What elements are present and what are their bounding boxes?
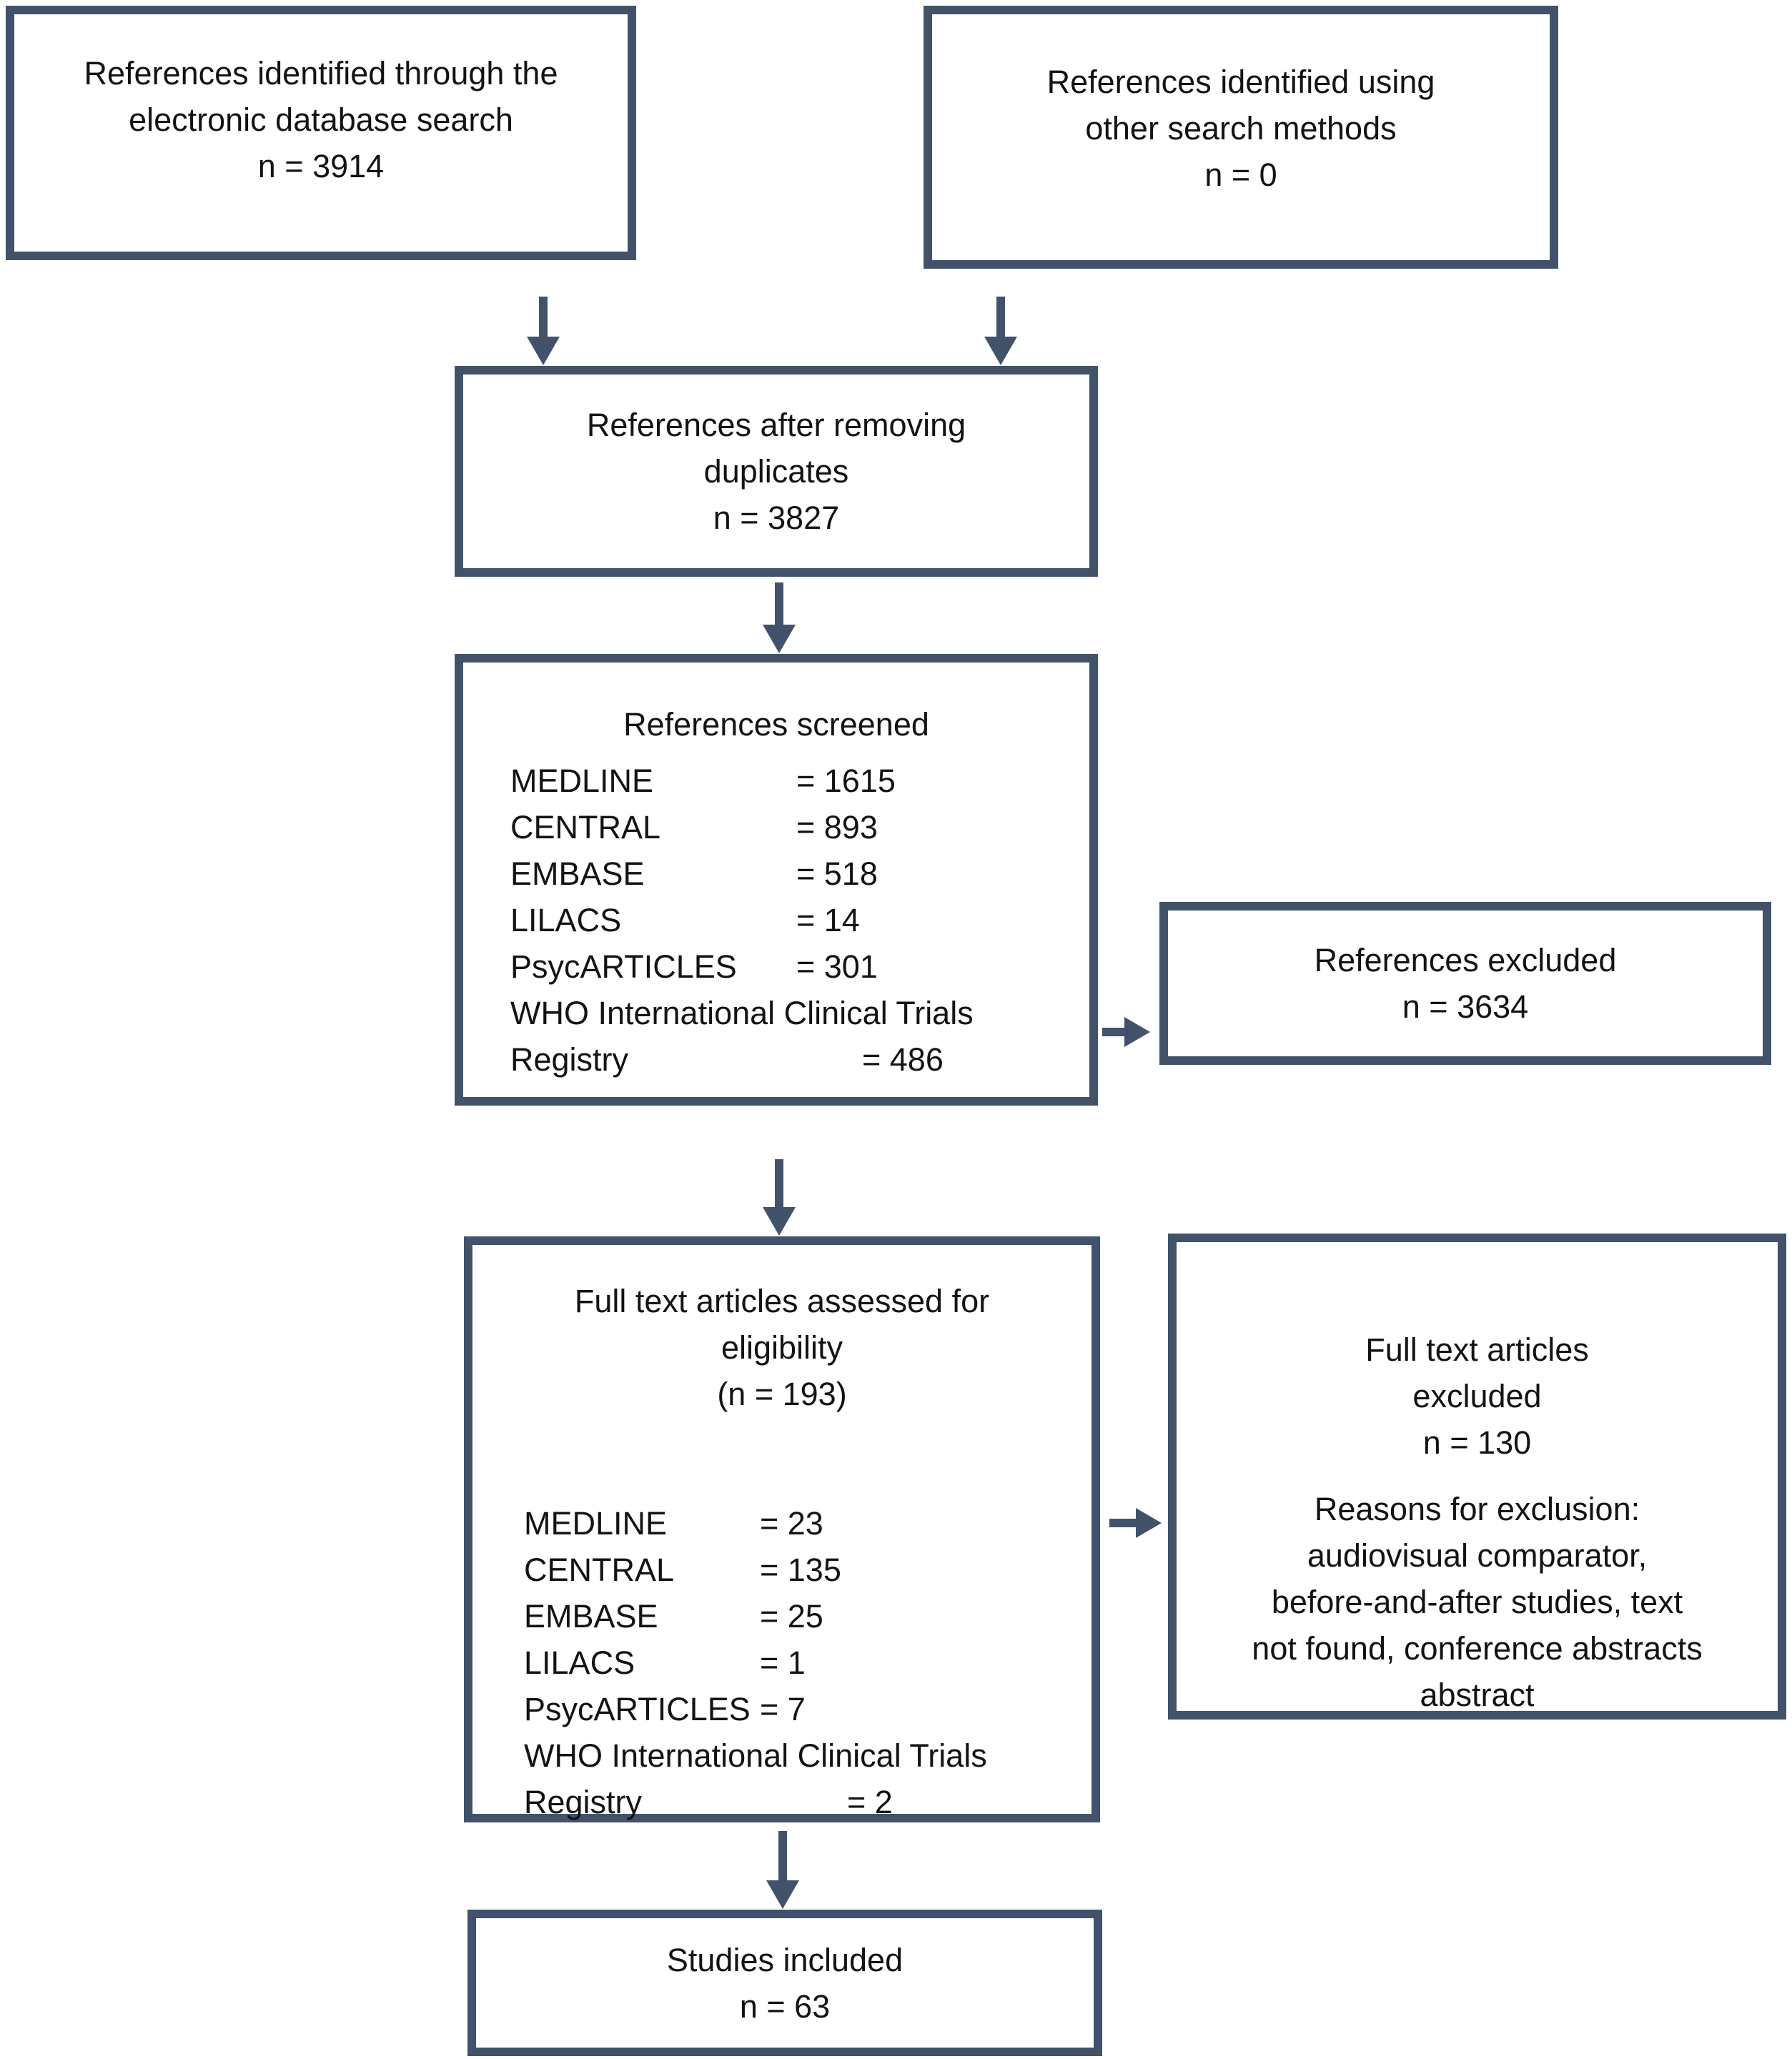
box-count: n = 130 — [1422, 1424, 1532, 1461]
box-references-identified-other: References identified using other search… — [924, 6, 1558, 269]
list-item: Registry = 2 — [524, 1779, 1074, 1825]
database-label: Registry — [510, 1041, 629, 1078]
box-title-line: Full text articles assessed for — [574, 1283, 990, 1319]
box-title: References screened — [623, 706, 929, 743]
reason-line: audiovisual comparator, — [1307, 1537, 1648, 1574]
box-line: References identified through the — [84, 55, 558, 91]
database-label: WHO International Clinical Trials — [524, 1737, 987, 1774]
database-count: = 893 — [796, 809, 878, 845]
database-count: = 25 — [760, 1598, 823, 1634]
database-label: Registry — [524, 1784, 643, 1820]
list-item: MEDLINE = 1615 — [510, 758, 1072, 804]
database-label: CENTRAL — [524, 1552, 675, 1588]
arrow-down-other-to-dedup-icon — [984, 297, 1017, 365]
database-label: LILACS — [510, 902, 622, 938]
database-label: MEDLINE — [510, 763, 654, 799]
box-line: References after removing — [586, 407, 966, 443]
box-count: n = 3827 — [713, 500, 840, 536]
list-item: EMBASE = 518 — [510, 850, 1072, 897]
box-count: (n = 193) — [717, 1376, 847, 1412]
database-label: WHO International Clinical Trials — [510, 995, 974, 1031]
box-references-identified-db: References identified through the electr… — [6, 6, 636, 260]
database-label: EMBASE — [524, 1598, 658, 1634]
reason-line: before-and-after studies, text — [1271, 1584, 1683, 1620]
box-references-excluded: References excluded n = 3634 — [1159, 902, 1771, 1065]
arrow-down-db-to-dedup-icon — [527, 297, 560, 365]
box-line: References identified using — [1046, 64, 1435, 100]
database-count: = 518 — [796, 855, 878, 892]
list-item: CENTRAL = 135 — [524, 1547, 1074, 1593]
list-item: LILACS = 14 — [510, 897, 1072, 943]
box-fulltext-excluded: Full text articles excluded n = 130 Reas… — [1168, 1234, 1786, 1720]
database-label: CENTRAL — [510, 809, 661, 845]
list-item: PsycARTICLES = 7 — [524, 1686, 1074, 1732]
box-count: n = 3634 — [1402, 988, 1529, 1025]
database-count: = 1615 — [796, 763, 896, 799]
reason-line: not found, conference abstracts — [1252, 1630, 1703, 1667]
fulltext-database-list: MEDLINE = 23 CENTRAL = 135 EMBASE = 25 L… — [472, 1500, 1091, 1825]
list-item: WHO International Clinical Trials — [510, 990, 1072, 1036]
box-line: References excluded — [1314, 942, 1617, 978]
list-item: EMBASE = 25 — [524, 1593, 1074, 1639]
box-references-deduplicated: References after removing duplicates n =… — [455, 366, 1098, 577]
box-line: other search methods — [1085, 110, 1397, 147]
list-item: Registry = 486 — [510, 1036, 1072, 1083]
database-count: = 135 — [760, 1552, 841, 1588]
database-label: MEDLINE — [524, 1505, 668, 1542]
box-line: duplicates — [703, 453, 849, 490]
arrow-down-dedup-to-screened-icon — [763, 582, 796, 653]
reason-line: Reasons for exclusion: — [1314, 1491, 1640, 1527]
box-count: n = 3914 — [257, 148, 385, 184]
database-count: = 1 — [760, 1644, 806, 1681]
database-label: EMBASE — [510, 855, 645, 892]
database-count: = 2 — [847, 1784, 893, 1820]
database-count: = 486 — [862, 1041, 944, 1078]
box-line: excluded — [1412, 1378, 1542, 1414]
list-item: CENTRAL = 893 — [510, 804, 1072, 850]
database-count: = 23 — [760, 1505, 823, 1542]
arrow-right-fulltext-to-excluded-icon — [1109, 1508, 1162, 1538]
box-count: n = 63 — [739, 1988, 831, 2025]
list-item: WHO International Clinical Trials — [524, 1732, 1074, 1779]
list-item: MEDLINE = 23 — [524, 1500, 1074, 1547]
database-label: PsycARTICLES — [524, 1691, 751, 1727]
screened-database-list: MEDLINE = 1615 CENTRAL = 893 EMBASE = 51… — [463, 758, 1089, 1083]
box-line: electronic database search — [129, 101, 513, 138]
box-references-screened: References screened MEDLINE = 1615 CENTR… — [455, 654, 1098, 1106]
arrow-down-screened-to-fulltext-icon — [763, 1159, 796, 1236]
database-label: PsycARTICLES — [510, 948, 737, 985]
list-item: PsycARTICLES = 301 — [510, 943, 1072, 990]
database-count: = 301 — [796, 948, 878, 985]
reason-line: abstract — [1420, 1677, 1535, 1713]
box-fulltext-assessed: Full text articles assessed for eligibil… — [464, 1236, 1100, 1822]
database-count: = 14 — [796, 902, 860, 938]
box-line: Studies included — [666, 1941, 904, 1978]
list-item: LILACS = 1 — [524, 1639, 1074, 1686]
box-studies-included: Studies included n = 63 — [467, 1910, 1102, 2056]
box-count: n = 0 — [1204, 157, 1277, 193]
arrow-down-fulltext-to-included-icon — [766, 1831, 799, 1909]
database-count: = 7 — [760, 1691, 806, 1727]
exclusion-reasons: Reasons for exclusion: audiovisual compa… — [1177, 1486, 1778, 1718]
box-line: Full text articles — [1365, 1331, 1589, 1368]
arrow-right-screened-to-excluded-icon — [1102, 1017, 1150, 1047]
box-title-line: eligibility — [721, 1329, 843, 1366]
database-label: LILACS — [524, 1644, 635, 1681]
